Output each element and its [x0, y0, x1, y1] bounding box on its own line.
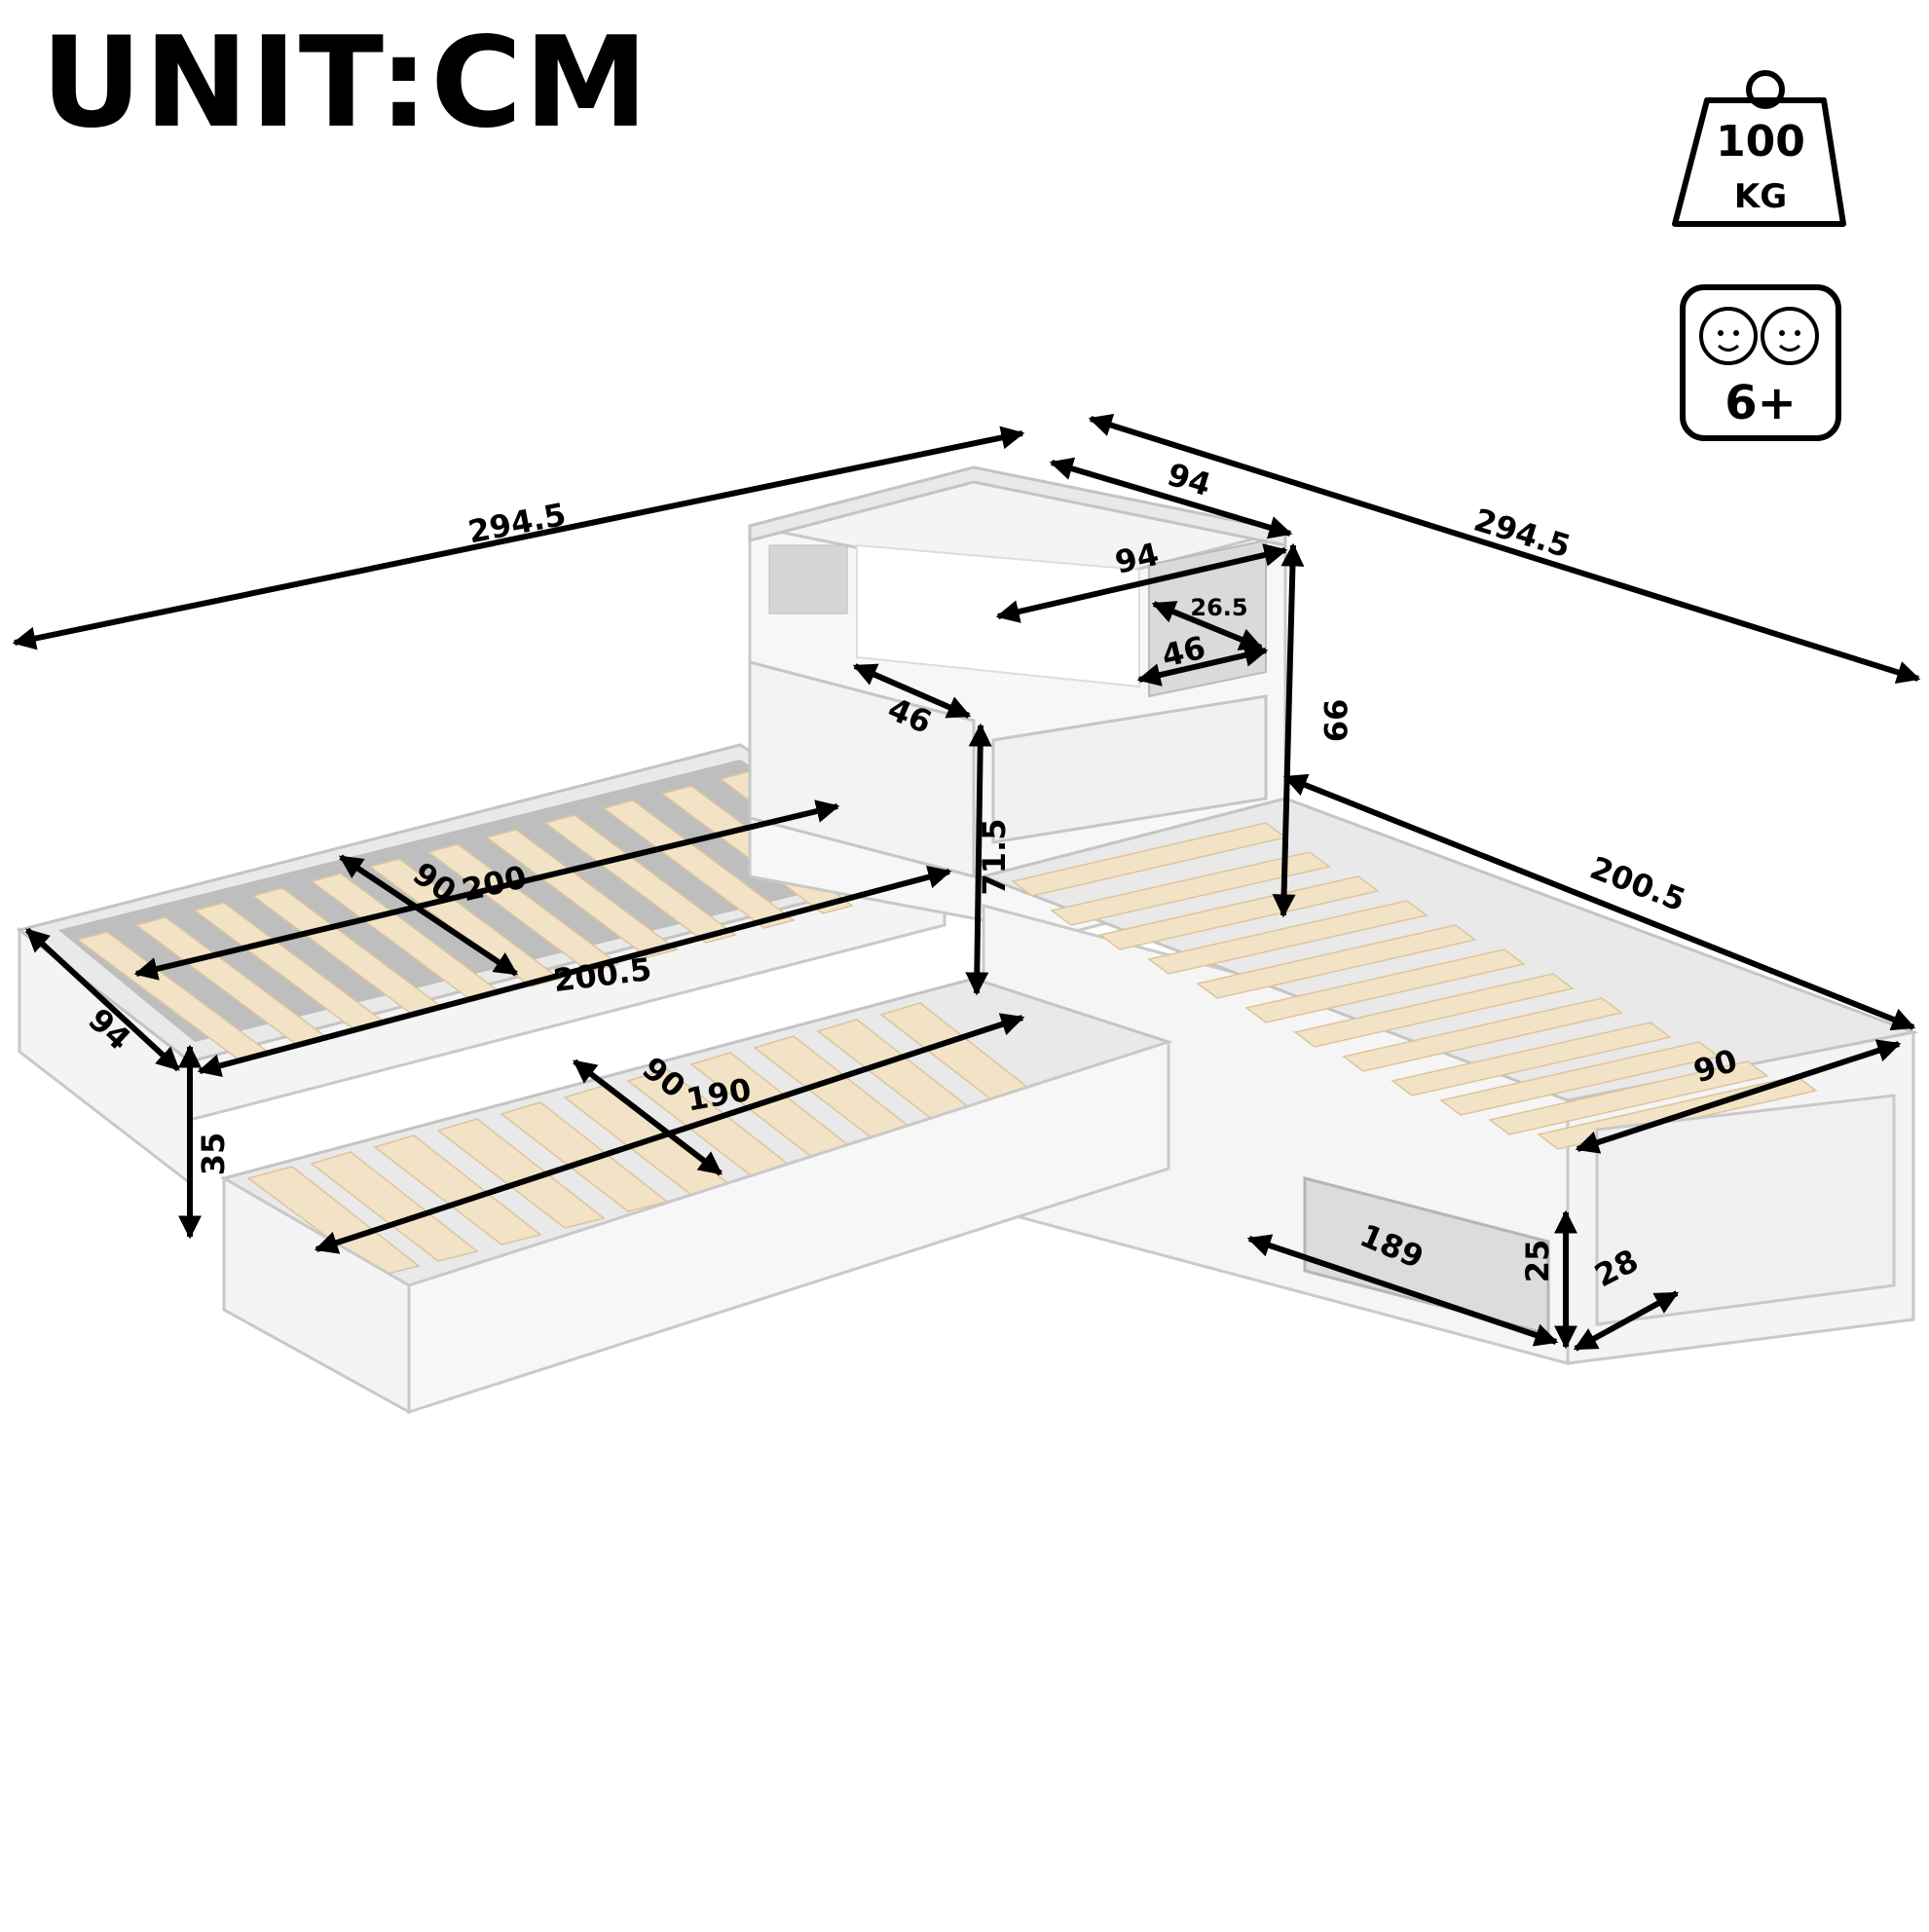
- dimension-arrows: [12, 414, 1921, 1352]
- weight-limit-icon: 100 KG: [1672, 70, 1846, 227]
- dim-drawer-height: 25: [1519, 1240, 1556, 1283]
- age-limit-icon: 6+: [1680, 284, 1841, 441]
- dim-cabinet-height: 99: [1317, 699, 1354, 743]
- dim-total-left: 294.5: [465, 496, 570, 551]
- dim-shelf-depth-small: 26.5: [1190, 594, 1247, 621]
- weight-value: 100: [1716, 117, 1805, 167]
- weight-unit: KG: [1734, 177, 1787, 216]
- dim-bed-height: 71.5: [976, 819, 1013, 896]
- unit-title: UNIT:CM: [41, 11, 650, 156]
- dim-trundle-height: 35: [195, 1133, 232, 1176]
- dim-right-length: 200.5: [1585, 849, 1690, 919]
- age-label: 6+: [1725, 376, 1797, 430]
